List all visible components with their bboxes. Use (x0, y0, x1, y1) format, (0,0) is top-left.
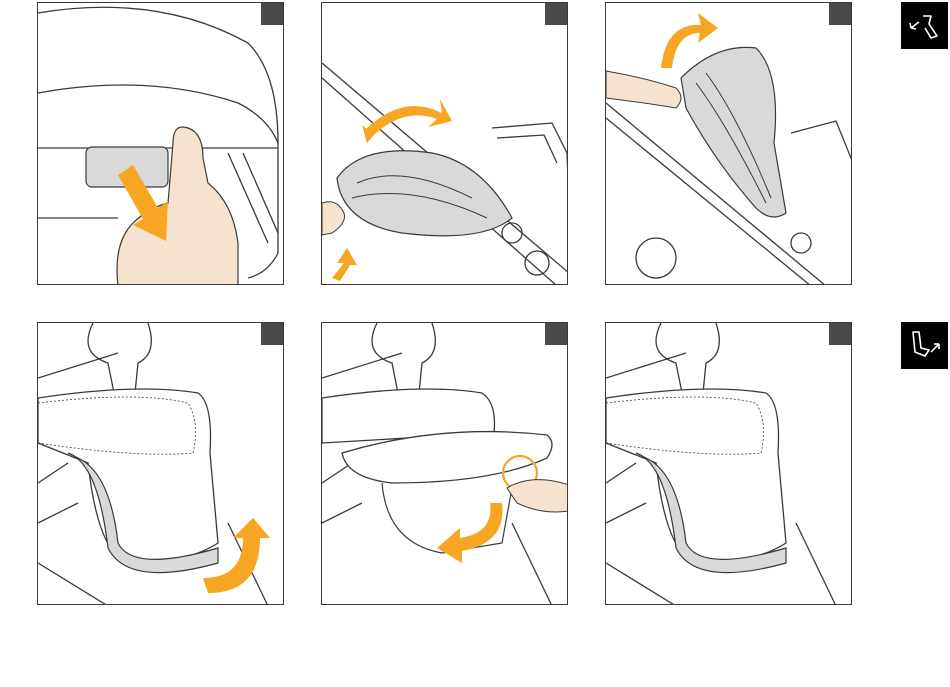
step-badge (829, 3, 851, 25)
canopy-lift-illustration (606, 3, 852, 285)
step-badge (545, 3, 567, 25)
instruction-panel-2 (321, 2, 568, 285)
step-badge (829, 323, 851, 345)
instruction-panel-6 (605, 322, 852, 605)
bumper-attached-illustration (606, 323, 852, 605)
canopy-fold-illustration (322, 3, 568, 285)
tray-release-illustration (322, 323, 568, 605)
up-arrow (332, 248, 357, 281)
bumper-bar-illustration (38, 323, 284, 605)
instruction-panel-4 (37, 322, 284, 605)
hand (322, 202, 345, 235)
instruction-panel-5 (321, 322, 568, 605)
seat-unit (606, 389, 786, 563)
seat-unit (38, 389, 218, 563)
folded-canopy (337, 151, 512, 236)
step-badge (261, 323, 283, 345)
hand (606, 71, 681, 108)
hand (507, 480, 568, 512)
recline-seat-icon (901, 322, 948, 369)
canopy-release-illustration (38, 3, 284, 285)
instruction-panel-1 (37, 2, 284, 285)
curved-arrow (437, 503, 503, 563)
step-badge (545, 323, 567, 345)
instruction-panel-3 (605, 2, 852, 285)
step-badge (261, 3, 283, 25)
double-arrow (364, 99, 452, 135)
fold-seat-icon (901, 2, 948, 49)
